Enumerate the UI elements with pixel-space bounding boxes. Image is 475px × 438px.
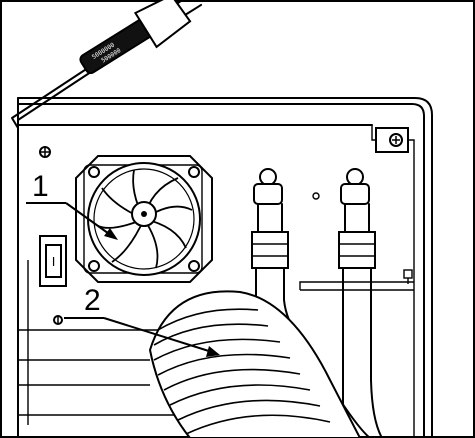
cooling-fan bbox=[75, 155, 213, 283]
ground-symbol bbox=[403, 269, 413, 284]
exhaust-hose bbox=[148, 290, 362, 438]
switch-mark: I bbox=[52, 254, 56, 269]
screw-top-left bbox=[39, 146, 51, 158]
screw-corner-bracket bbox=[375, 127, 409, 153]
callout-1-label: 1 bbox=[32, 170, 49, 203]
appliance-panel bbox=[17, 97, 433, 438]
callout-2: 2 bbox=[64, 284, 220, 357]
screw-left-lower bbox=[53, 315, 63, 325]
small-hole bbox=[312, 192, 320, 200]
callout-2-label: 2 bbox=[84, 284, 101, 317]
inlet-hose-right bbox=[338, 168, 383, 438]
power-switch: I bbox=[39, 235, 67, 287]
callout-1: 1 bbox=[26, 170, 118, 240]
power-plug: 5000000 500000 bbox=[11, 0, 203, 129]
